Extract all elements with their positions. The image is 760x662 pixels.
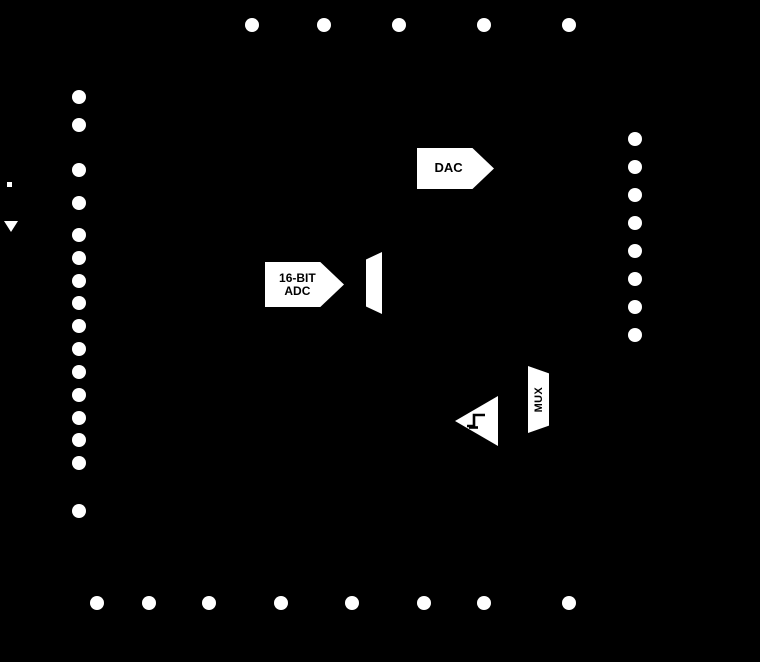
pin-dot-left bbox=[72, 251, 86, 265]
pin-dot-left bbox=[72, 433, 86, 447]
mux-block[interactable]: MUX bbox=[528, 366, 549, 433]
dac-block[interactable]: DAC bbox=[417, 148, 494, 189]
pin-dot-left bbox=[72, 365, 86, 379]
pin-dot-left bbox=[72, 296, 86, 310]
pin-dot-right bbox=[628, 272, 642, 286]
pin-dot-right bbox=[628, 216, 642, 230]
pin-dot-left bbox=[72, 504, 86, 518]
pin-dot-bottom bbox=[345, 596, 359, 610]
pin-dot-right bbox=[628, 188, 642, 202]
pin-dot-left bbox=[72, 90, 86, 104]
pin-dot-bottom bbox=[90, 596, 104, 610]
pin-dot-left bbox=[72, 163, 86, 177]
pin-dot-top bbox=[317, 18, 331, 32]
pin-dot-left bbox=[72, 342, 86, 356]
pin-dot-left bbox=[72, 228, 86, 242]
pin-dot-bottom bbox=[562, 596, 576, 610]
pin-one-square-marker-icon bbox=[7, 182, 12, 187]
pin-dot-left bbox=[72, 319, 86, 333]
pin-dot-right bbox=[628, 160, 642, 174]
pin-dot-bottom bbox=[477, 596, 491, 610]
pin-dot-bottom bbox=[142, 596, 156, 610]
pin-dot-left bbox=[72, 411, 86, 425]
mux-block-label: MUX bbox=[532, 386, 545, 413]
pin-dot-top bbox=[245, 18, 259, 32]
dac-block-label: DAC bbox=[434, 160, 463, 176]
pin-dot-left bbox=[72, 118, 86, 132]
pin-dot-right bbox=[628, 244, 642, 258]
pin-dot-bottom bbox=[417, 596, 431, 610]
pin-dot-left bbox=[72, 388, 86, 402]
down-triangle-marker-icon bbox=[4, 221, 18, 232]
pin-dot-left bbox=[72, 196, 86, 210]
pin-dot-right bbox=[628, 328, 642, 342]
pin-dot-top bbox=[392, 18, 406, 32]
pin-dot-top bbox=[562, 18, 576, 32]
adc-input-mux-block[interactable] bbox=[366, 252, 382, 314]
pin-dot-left bbox=[72, 274, 86, 288]
pin-dot-bottom bbox=[202, 596, 216, 610]
pin-dot-left bbox=[72, 456, 86, 470]
pin-dot-right bbox=[628, 300, 642, 314]
pin-dot-top bbox=[477, 18, 491, 32]
adc-block-label: 16-BIT ADC bbox=[279, 270, 316, 298]
pin-dot-bottom bbox=[274, 596, 288, 610]
pin-dot-right bbox=[628, 132, 642, 146]
schmitt-trigger-buffer-block[interactable] bbox=[455, 396, 498, 446]
adc-block[interactable]: 16-BIT ADC bbox=[265, 262, 344, 307]
